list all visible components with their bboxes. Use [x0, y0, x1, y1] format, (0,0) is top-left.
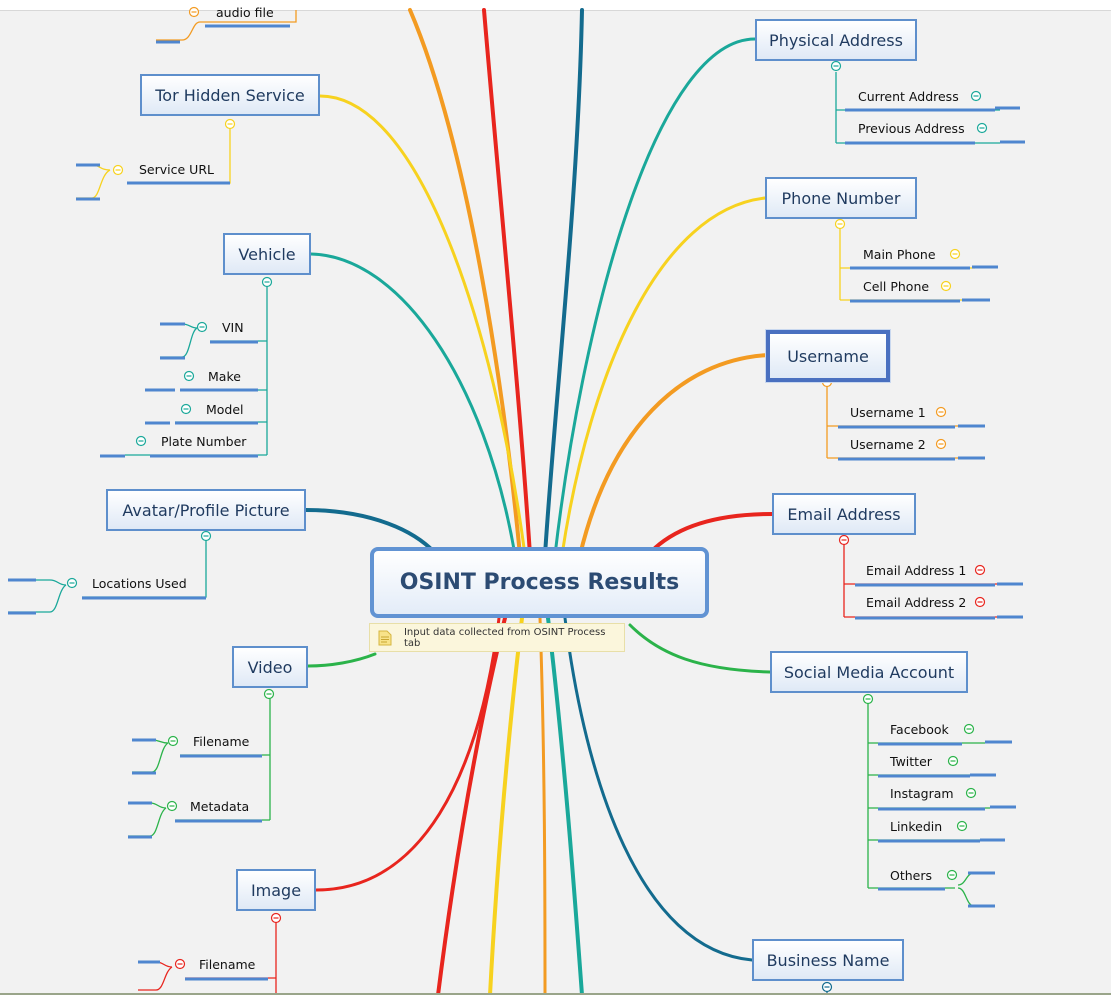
subtopic-instagram[interactable]: Instagram — [890, 786, 954, 801]
collapse-icon — [970, 90, 982, 102]
collapse-icon — [821, 981, 833, 993]
topic-username[interactable]: Username — [766, 330, 890, 382]
collapse-icon — [180, 403, 192, 415]
top-toolbar-strip — [0, 0, 1111, 11]
subtopic-facebook[interactable]: Facebook — [890, 722, 949, 737]
subtopic-service-url[interactable]: Service URL — [139, 162, 214, 177]
main-branches — [304, 8, 774, 995]
collapse-icon — [935, 438, 947, 450]
collapse-icon — [196, 321, 208, 333]
subtopic-locations-used[interactable]: Locations Used — [92, 576, 187, 591]
bottom-status-strip — [0, 993, 1111, 995]
collapse-icon — [66, 577, 78, 589]
topic-business-name[interactable]: Business Name — [752, 939, 904, 981]
collapse-icon — [167, 735, 179, 747]
topic-physical-address[interactable]: Physical Address — [755, 19, 917, 61]
subtopic-email-address-1[interactable]: Email Address 1 — [866, 563, 967, 578]
note-text: Input data collected from OSINT Process … — [403, 626, 606, 649]
subtopic-username-1[interactable]: Username 1 — [850, 405, 926, 420]
subtopic-video-filename[interactable]: Filename — [193, 734, 250, 749]
collapse-icon — [261, 276, 273, 288]
collapse-icon — [862, 693, 874, 705]
topic-email-address[interactable]: Email Address — [772, 493, 916, 535]
collapse-icon — [270, 912, 282, 924]
subtopic-email-address-2[interactable]: Email Address 2 — [866, 595, 967, 610]
subtopic-username-2[interactable]: Username 2 — [850, 437, 926, 452]
topic-note[interactable]: Input data collected from OSINT Process … — [369, 623, 625, 652]
collapse-icon — [830, 60, 842, 72]
collapse-icon — [174, 958, 186, 970]
subtopic-make[interactable]: Make — [208, 369, 241, 384]
collapse-icon — [135, 435, 147, 447]
subtopic-twitter[interactable]: Twitter — [890, 754, 932, 769]
topic-social-media-account[interactable]: Social Media Account — [770, 651, 968, 693]
topic-tor-hidden-service[interactable]: Tor Hidden Service — [140, 74, 320, 116]
collapse-icon — [947, 755, 959, 767]
topic-video[interactable]: Video — [232, 646, 308, 688]
subtopic-linkedin[interactable]: Linkedin — [890, 819, 943, 834]
subtopic-main-phone[interactable]: Main Phone — [863, 247, 936, 262]
collapse-icons — [66, 6, 988, 993]
collapse-icon — [935, 406, 947, 418]
collapse-icon — [940, 280, 952, 292]
note-icon — [378, 630, 392, 646]
collapse-icon — [166, 800, 178, 812]
topic-audio-file-label[interactable]: audio file — [216, 5, 274, 20]
subtopic-plate-number[interactable]: Plate Number — [161, 434, 247, 449]
collapse-icon — [976, 122, 988, 134]
topic-vehicle[interactable]: Vehicle — [223, 233, 311, 275]
collapse-icon — [112, 164, 124, 176]
subtopic-video-metadata[interactable]: Metadata — [190, 799, 250, 814]
collapse-icon — [963, 723, 975, 735]
subtopic-cell-phone[interactable]: Cell Phone — [863, 279, 930, 294]
subtopic-previous-address[interactable]: Previous Address — [858, 121, 965, 136]
collapse-icon — [224, 118, 236, 130]
central-topic[interactable]: OSINT Process Results — [370, 547, 709, 618]
collapse-icon — [956, 820, 968, 832]
collapse-icon — [200, 530, 212, 542]
collapse-icon — [188, 6, 200, 18]
subtopic-image-filename[interactable]: Filename — [199, 957, 256, 972]
collapse-icon — [834, 218, 846, 230]
subtopic-model[interactable]: Model — [206, 402, 244, 417]
collapse-icon — [838, 534, 850, 546]
subtopic-current-address[interactable]: Current Address — [858, 89, 959, 104]
subtopic-others[interactable]: Others — [890, 868, 933, 883]
collapse-icon — [949, 248, 961, 260]
collapse-icon — [263, 688, 275, 700]
topic-image[interactable]: Image — [236, 869, 316, 911]
collapse-icon — [965, 787, 977, 799]
collapse-icon — [946, 869, 958, 881]
collapse-icon — [974, 596, 986, 608]
topic-phone-number[interactable]: Phone Number — [765, 177, 917, 219]
collapse-icon — [183, 370, 195, 382]
topic-avatar-profile-picture[interactable]: Avatar/Profile Picture — [106, 489, 306, 531]
collapse-icon — [974, 564, 986, 576]
subtopic-vin[interactable]: VIN — [222, 320, 244, 335]
